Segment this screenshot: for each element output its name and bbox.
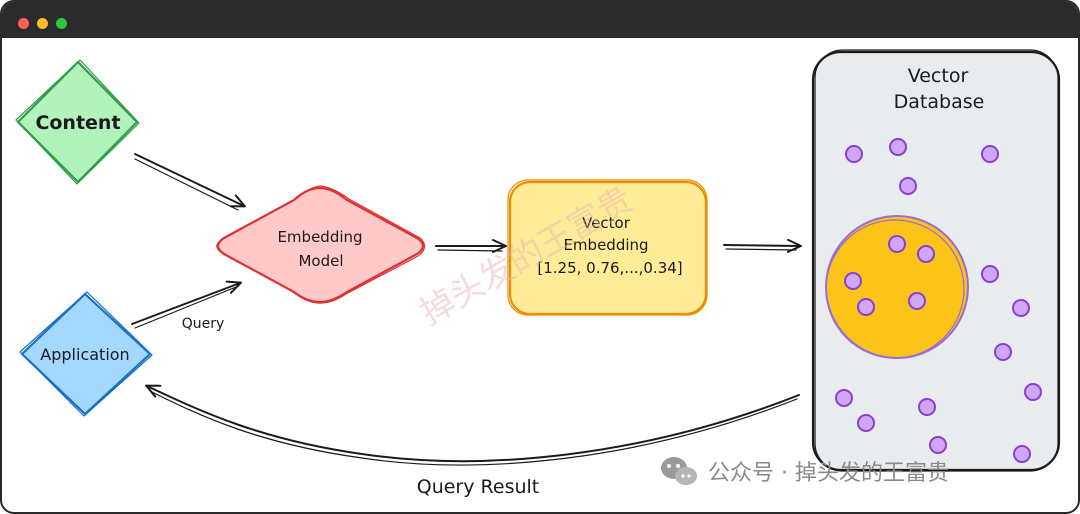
zoom-dot[interactable] <box>56 18 67 29</box>
vector-embedding-label-1: Vector <box>582 214 631 232</box>
vector-point <box>917 245 935 263</box>
content-label: Content <box>35 112 120 134</box>
close-dot[interactable] <box>18 18 29 29</box>
vector-point <box>908 292 926 310</box>
vector-point <box>844 272 862 290</box>
content-node[interactable]: Content <box>15 59 140 185</box>
vector-point <box>845 145 863 163</box>
vector-embedding-values: [1.25, 0.76,...,0.34] <box>537 259 682 277</box>
vector-point <box>857 414 875 432</box>
arrow-embedding-to-database <box>723 238 802 253</box>
application-node[interactable]: Application <box>19 291 153 417</box>
vector-point <box>929 436 947 454</box>
query-result-edge-label: Query Result <box>417 476 540 498</box>
vector-point <box>1012 299 1030 317</box>
vector-point <box>899 177 917 195</box>
vector-point <box>918 398 936 416</box>
embedding-model-label-2: Model <box>298 252 343 270</box>
vector-point <box>888 235 906 253</box>
vector-embedding-node[interactable]: Vector Embedding [1.25, 0.76,...,0.34] <box>507 179 708 316</box>
arrow-content-to-model <box>134 153 246 208</box>
embedding-model-node[interactable]: Embedding Model <box>216 185 426 304</box>
vector-point <box>994 343 1012 361</box>
title-bar <box>2 2 1078 38</box>
vector-database-title-1: Vector <box>908 65 969 87</box>
vector-point <box>1024 383 1042 401</box>
vector-point <box>981 265 999 283</box>
vector-point <box>981 145 999 163</box>
arrow-application-to-model <box>131 280 242 325</box>
application-label: Application <box>40 345 129 364</box>
vector-points <box>835 138 1042 463</box>
vector-point <box>857 298 875 316</box>
embedding-model-label-1: Embedding <box>277 228 362 246</box>
arrow-database-to-application <box>145 384 800 463</box>
vector-embedding-label-2: Embedding <box>563 236 648 254</box>
minimize-dot[interactable] <box>37 18 48 29</box>
vector-database-title-2: Database <box>894 91 985 113</box>
vector-point <box>889 138 907 156</box>
footer-watermark: 公众号 · 掉头发的王富贵 <box>708 461 949 486</box>
wechat-icon <box>661 457 697 485</box>
query-edge-label: Query <box>182 316 225 332</box>
vector-point <box>835 389 853 407</box>
vector-point <box>1013 445 1031 463</box>
